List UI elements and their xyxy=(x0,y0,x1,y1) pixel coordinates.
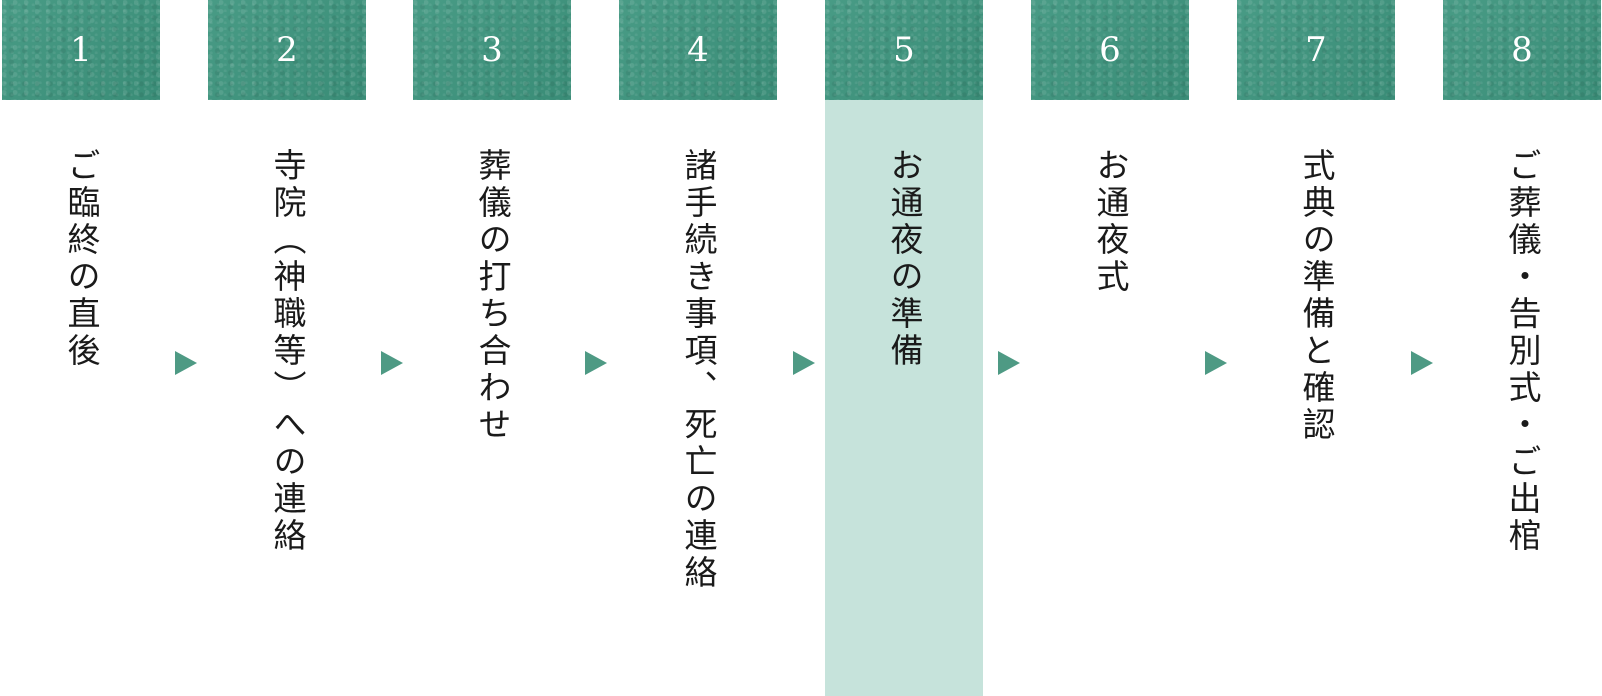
step-4: 4 諸手続き事項、死亡の連絡 xyxy=(619,0,777,696)
step-body: ご葬儀・告別式・ご出棺 xyxy=(1443,100,1601,696)
step-number-badge: 8 xyxy=(1443,0,1601,100)
step-body: お通夜式 xyxy=(1031,100,1189,696)
step-body: 式典の準備と確認 xyxy=(1237,100,1395,696)
step-5: 5 お通夜の準備 xyxy=(825,0,983,696)
step-number-badge: 1 xyxy=(2,0,160,100)
step-label: 寺院（神職等）への連絡 xyxy=(268,148,307,555)
step-label: 葬儀の打ち合わせ xyxy=(473,148,512,444)
step-body: 寺院（神職等）への連絡 xyxy=(208,100,366,696)
next-arrow-icon xyxy=(381,351,403,375)
next-arrow-icon xyxy=(585,351,607,375)
step-label: ご葬儀・告別式・ご出棺 xyxy=(1503,148,1542,555)
step-label: お通夜の準備 xyxy=(885,148,924,370)
step-number-badge: 6 xyxy=(1031,0,1189,100)
step-number-badge: 2 xyxy=(208,0,366,100)
step-2: 2 寺院（神職等）への連絡 xyxy=(208,0,366,696)
step-8: 8 ご葬儀・告別式・ご出棺 xyxy=(1443,0,1601,696)
step-number-badge: 7 xyxy=(1237,0,1395,100)
next-arrow-icon xyxy=(793,351,815,375)
step-6: 6 お通夜式 xyxy=(1031,0,1189,696)
step-body: ご臨終の直後 xyxy=(2,100,160,696)
next-arrow-icon xyxy=(1205,351,1227,375)
step-number-badge: 3 xyxy=(413,0,571,100)
next-arrow-icon xyxy=(998,351,1020,375)
step-body: 葬儀の打ち合わせ xyxy=(413,100,571,696)
next-arrow-icon xyxy=(1411,351,1433,375)
step-label: 式典の準備と確認 xyxy=(1297,148,1336,444)
step-number-badge: 4 xyxy=(619,0,777,100)
step-label: ご臨終の直後 xyxy=(62,148,101,370)
step-label: 諸手続き事項、死亡の連絡 xyxy=(679,148,718,592)
step-number-badge: 5 xyxy=(825,0,983,100)
step-7: 7 式典の準備と確認 xyxy=(1237,0,1395,696)
step-body-highlighted: お通夜の準備 xyxy=(825,100,983,696)
step-body: 諸手続き事項、死亡の連絡 xyxy=(619,100,777,696)
next-arrow-icon xyxy=(175,351,197,375)
step-label: お通夜式 xyxy=(1091,148,1130,296)
step-1: 1 ご臨終の直後 xyxy=(2,0,160,696)
step-3: 3 葬儀の打ち合わせ xyxy=(413,0,571,696)
